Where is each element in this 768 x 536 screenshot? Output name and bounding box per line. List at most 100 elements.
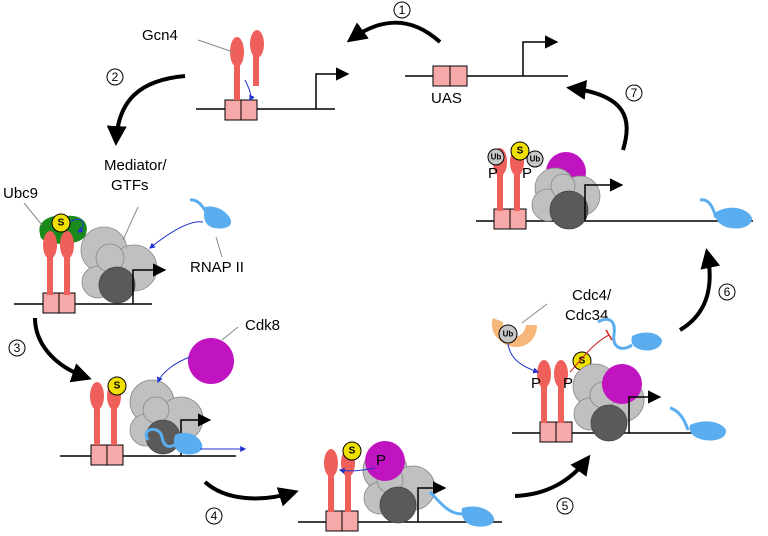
binding-arrow <box>244 79 255 102</box>
svg-text:4: 4 <box>211 509 218 523</box>
svg-text:1: 1 <box>399 3 406 17</box>
rnap-blob <box>174 432 203 455</box>
sumo-badge: S <box>51 213 71 233</box>
svg-text:S: S <box>58 218 65 229</box>
cycle-arrow-3 <box>33 317 92 383</box>
phospho-mark-right: P <box>563 375 573 392</box>
svg-text:7: 7 <box>631 86 638 100</box>
ubiquitin-badge: Ub <box>526 150 544 168</box>
promoter-arrow <box>132 263 167 304</box>
svg-text:Ub: Ub <box>530 155 541 164</box>
sumo-transfer-arrow <box>69 218 84 233</box>
cycle-arrow-7 <box>566 79 629 151</box>
ubc9-leader <box>23 202 43 226</box>
phospho-mark-right: P <box>522 165 532 182</box>
promoter-arrow <box>315 67 350 109</box>
rnap-tail <box>144 428 177 448</box>
gcn4-dimer <box>230 30 264 100</box>
panel-uas-empty: UAS <box>405 35 568 107</box>
cycle-arrow-4 <box>203 480 299 507</box>
rnap-tail <box>189 198 212 223</box>
cdc4-label-line2: Cdc34 <box>565 307 608 324</box>
svg-text:Ub: Ub <box>503 330 514 339</box>
cycle-arrow-1 <box>346 20 442 44</box>
panel-gcn4-binding: Gcn4 <box>142 27 350 121</box>
cdk8-kinase <box>602 364 642 404</box>
rnap-blob <box>204 206 232 229</box>
svg-text:5: 5 <box>562 499 569 513</box>
inhibition-line <box>569 334 610 373</box>
ubiquitin-badge: Ub <box>498 324 518 344</box>
phospho-mark-left: P <box>531 375 541 392</box>
rnap-tail <box>597 317 633 350</box>
uas-label: UAS <box>431 90 462 107</box>
cycle-arrows <box>33 20 721 507</box>
step-numbers: 1 2 3 4 5 6 7 <box>8 1 736 525</box>
step-number-6: 6 <box>718 283 736 301</box>
rnap-recruit-arrow <box>149 221 204 249</box>
cycle-arrow-6 <box>678 248 721 332</box>
svg-text:Ub: Ub <box>491 153 502 162</box>
cycle-arrow-5 <box>514 454 591 498</box>
phospho-mark-left: P <box>488 165 498 182</box>
cdc4-label-line1: Cdc4/ <box>572 287 612 304</box>
cdk8-kinase <box>188 338 234 384</box>
gcn4-label: Gcn4 <box>142 27 178 44</box>
panel-cdk8-recruitment: S Cdk8 <box>60 317 280 466</box>
svg-text:6: 6 <box>724 285 731 299</box>
cdc4-leader <box>521 303 548 324</box>
cdk8-phospho-label: P <box>376 452 386 469</box>
rnap-blob <box>631 332 662 351</box>
panel-phosphorylation: S P <box>298 441 502 532</box>
ubc9-label: Ubc9 <box>3 185 38 202</box>
mediator-label-line2: GTFs <box>111 177 149 194</box>
promoter-arrow <box>584 178 624 221</box>
promoter-arrow <box>628 390 662 433</box>
svg-text:S: S <box>349 446 356 457</box>
mediator-leader <box>122 206 139 241</box>
ubiquitin-badge: Ub <box>487 148 505 166</box>
rnap-leader <box>215 236 223 258</box>
rnap-tail <box>699 198 718 219</box>
step-number-1: 1 <box>393 1 411 19</box>
step-number-7: 7 <box>625 84 643 102</box>
rnap-blob <box>689 421 727 441</box>
panel-ubiquitination: P P S Ub Cdc4/ Cdc34 <box>491 287 727 443</box>
ub-transfer-arrow <box>507 343 540 374</box>
svg-text:2: 2 <box>112 70 119 84</box>
svg-text:S: S <box>579 356 586 367</box>
cdk8-kinase <box>365 441 405 481</box>
sumo-badge: S <box>342 441 362 461</box>
sumo-badge: S <box>107 376 127 396</box>
svg-text:S: S <box>517 146 524 157</box>
mediator-complex <box>531 167 601 230</box>
rnap-tail <box>428 490 463 516</box>
rnap-label: RNAP II <box>190 259 244 276</box>
svg-text:3: 3 <box>14 341 21 355</box>
promoter-arrow <box>522 35 559 76</box>
promoter-arrow <box>417 481 447 522</box>
step-number-5: 5 <box>556 497 574 515</box>
panel-mediator-recruitment: S Mediator/ GTFs Ubc9 RNAP II <box>3 157 244 314</box>
cycle-arrow-2 <box>106 74 186 146</box>
rnap-tail <box>669 406 690 431</box>
mediator-label-line1: Mediator/ <box>104 157 167 174</box>
rnap-blob <box>715 207 752 229</box>
mediator-complex <box>80 226 158 304</box>
step-number-3: 3 <box>8 339 26 357</box>
step-number-4: 4 <box>205 507 223 525</box>
phospho-transfer-arrow <box>338 467 376 474</box>
svg-text:S: S <box>114 381 121 392</box>
sumo-badge: S <box>510 141 530 161</box>
gcn4-dimer <box>43 231 74 295</box>
inhibition-bar <box>605 329 613 341</box>
gcn4-leader <box>197 39 234 53</box>
panel-degradation: P P Ub Ub S <box>476 141 753 230</box>
gcn4-dimer <box>537 360 568 423</box>
rnap-blob <box>461 506 495 527</box>
cdk8-leader <box>221 326 239 341</box>
cdk8-label: Cdk8 <box>245 317 280 334</box>
cdk8-recruit-arrow <box>157 356 191 384</box>
step-number-2: 2 <box>106 68 124 86</box>
